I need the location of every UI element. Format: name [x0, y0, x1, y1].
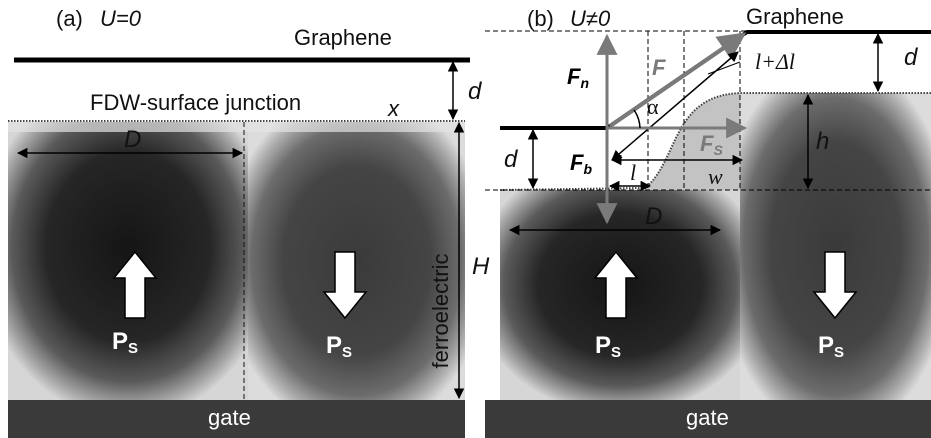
down-arrow-icon [322, 251, 368, 320]
d-left-label: d [504, 146, 518, 173]
junction-label: FDW-surface junction [90, 90, 302, 115]
gate-label-a: gate [208, 405, 251, 430]
h-label: h [816, 128, 830, 155]
panel-b-tag: (b) [527, 6, 554, 31]
l-dl-label: l+Δl [755, 49, 795, 74]
panel-a [8, 57, 470, 438]
panel-a-tag: (a) [56, 6, 83, 31]
x-label: x [388, 96, 399, 121]
D-label-a: D [124, 126, 142, 153]
D-label-b: D [645, 203, 663, 230]
gate-b [485, 400, 931, 438]
ps-label-right-b: PS [818, 332, 845, 361]
d-right-label: d [904, 44, 918, 71]
Fn-label: Fn [567, 64, 590, 91]
down-arrow-icon [812, 251, 858, 320]
domain-right-a [248, 122, 465, 400]
panel-b [485, 30, 931, 438]
panel-b-condition: U≠0 [570, 6, 611, 31]
gate-label-b: gate [686, 405, 729, 430]
alpha-arc [633, 109, 641, 129]
up-arrow-icon [593, 250, 639, 319]
ps-label-right-a: PS [326, 332, 353, 361]
ps-label-left-b: PS [595, 332, 622, 361]
H-label: H [472, 253, 490, 280]
panel-a-condition: U=0 [100, 6, 141, 31]
domain-right-b [740, 93, 931, 400]
l-label: l [630, 160, 637, 185]
Fs-label: FS [700, 131, 723, 158]
d-label-a: d [468, 78, 482, 105]
ps-label-left-a: PS [112, 328, 139, 357]
F-label: F [652, 55, 666, 80]
gate-a [8, 400, 465, 438]
ferroelectric-label: ferroelectric [428, 253, 453, 369]
graphene-label-a: Graphene [294, 25, 392, 50]
alpha-label: α [647, 94, 659, 119]
Fb-label: Fb [570, 150, 593, 177]
up-arrow-icon [112, 250, 158, 319]
gap-region-b [645, 93, 740, 190]
graphene-label-b: Graphene [746, 4, 844, 29]
l-dl-arrow [611, 51, 739, 161]
w-label: w [708, 164, 723, 189]
